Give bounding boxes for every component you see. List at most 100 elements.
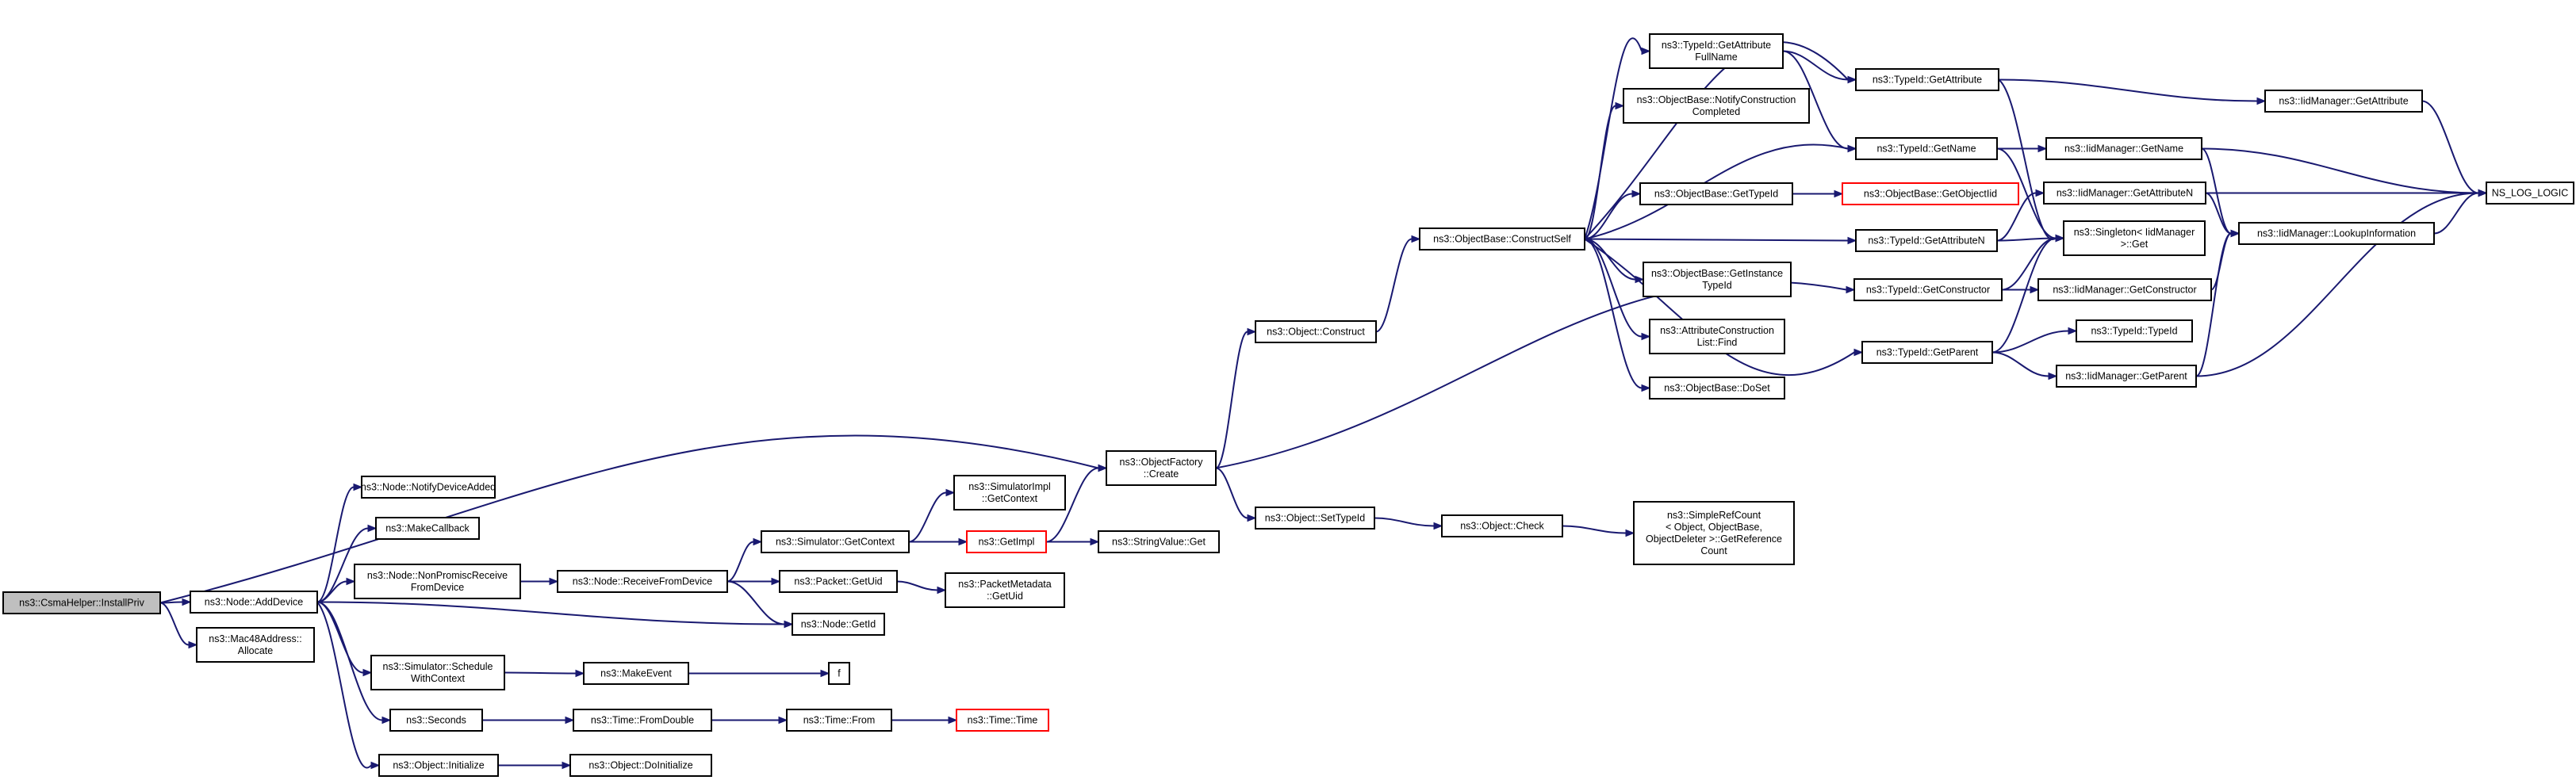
function-node-label: ns3::Object::SetTypeId — [1265, 513, 1366, 524]
function-node-seconds[interactable]: ns3::Seconds — [389, 709, 483, 732]
function-node-label: ns3::GetImpl — [979, 537, 1035, 548]
call-edge-fromdouble-to-timefrom — [711, 716, 788, 725]
call-edge-adddevice-to-notifydevice — [316, 483, 363, 603]
function-node-igetname[interactable]: ns3::IidManager::GetName — [2045, 137, 2202, 160]
call-edge-constructself-to-tgetattribute — [1584, 41, 1857, 240]
function-node-igetparent[interactable]: ns3::IidManager::GetParent — [2056, 365, 2197, 388]
function-node-label: ns3::TypeId::GetAttribute — [1662, 40, 1771, 51]
call-edge-constructself-to-tgetparent — [1584, 238, 1864, 377]
function-node-factory[interactable]: ns3::ObjectFactory::Create — [1106, 450, 1217, 486]
call-edge-attrfullname-to-tgetname — [1782, 50, 1857, 153]
function-node-metadatauid[interactable]: ns3::PacketMetadata::GetUid — [945, 572, 1065, 608]
function-node-nslog[interactable]: NS_LOG_LOGIC — [2486, 182, 2574, 205]
function-node-timefrom[interactable]: ns3::Time::From — [786, 709, 892, 732]
call-edge-tgetattribute-to-singleton — [1998, 78, 2065, 243]
function-node-tgetattributen[interactable]: ns3::TypeId::GetAttributeN — [1855, 229, 1998, 252]
function-node-makecallback[interactable]: ns3::MakeCallback — [375, 517, 480, 540]
function-node-tgetname[interactable]: ns3::TypeId::GetName — [1855, 137, 1998, 160]
function-node-label: ns3::Time::Time — [968, 715, 1038, 726]
function-node-singleton[interactable]: ns3::Singleton< IidManager>::Get — [2063, 220, 2206, 256]
function-node-check[interactable]: ns3::Object::Check — [1441, 514, 1563, 537]
call-edge-adddevice-to-nodegetid — [316, 601, 794, 629]
function-node-makeevent[interactable]: ns3::MakeEvent — [583, 662, 689, 685]
function-node-getobjectiid[interactable]: ns3::ObjectBase::GetObjectIid — [1842, 182, 2019, 205]
function-node-label: ns3::MakeCallback — [385, 523, 470, 534]
function-node-lookup[interactable]: ns3::IidManager::LookupInformation — [2238, 222, 2435, 245]
function-node-stringvalue[interactable]: ns3::StringValue::Get — [1098, 530, 1220, 553]
function-node-label: ObjectDeleter >::GetReference — [1646, 533, 1782, 545]
function-node-igetattributen[interactable]: ns3::IidManager::GetAttributeN — [2043, 182, 2206, 205]
function-node-label: ns3::Node::NonPromiscReceive — [367, 570, 508, 581]
function-node-label: ns3::ObjectFactory — [1120, 457, 1204, 468]
call-edge-makeevent-to-f — [688, 669, 830, 678]
function-node-tgetconstructor[interactable]: ns3::TypeId::GetConstructor — [1853, 278, 2003, 301]
call-edge-receivefromdevice-to-simgetcontext — [726, 537, 763, 583]
function-node-igetattribute[interactable]: ns3::IidManager::GetAttribute — [2264, 90, 2423, 113]
function-node-label: ns3::ObjectBase::GetObjectIid — [1864, 189, 1997, 200]
function-node-fromdouble[interactable]: ns3::Time::FromDouble — [573, 709, 712, 732]
function-node-f[interactable]: f — [828, 662, 850, 685]
function-node-label: FullName — [1695, 52, 1738, 63]
function-node-label: ns3::Mac48Address:: — [209, 633, 301, 644]
function-node-label: ns3::Simulator::GetContext — [776, 537, 895, 548]
call-edge-packetuid-to-metadatauid — [896, 580, 947, 595]
call-edge-construct-to-constructself — [1375, 235, 1421, 333]
function-node-nodegetid[interactable]: ns3::Node::GetId — [792, 613, 885, 636]
function-node-mac48[interactable]: ns3::Mac48Address::Allocate — [196, 627, 315, 663]
call-edge-adddevice-to-seconds — [316, 601, 392, 725]
function-node-receivefromdevice[interactable]: ns3::Node::ReceiveFromDevice — [557, 570, 728, 593]
function-node-label: ns3::CsmaHelper::InstallPriv — [19, 598, 144, 609]
call-edge-factory-to-tgetconstructor — [1215, 281, 1856, 469]
call-edge-tgetconstructor-to-igetconstructor — [2001, 285, 2040, 294]
call-edge-constructself-to-attrfullname — [1584, 37, 1651, 239]
function-node-tgetparent[interactable]: ns3::TypeId::GetParent — [1861, 341, 1993, 364]
function-node-tgetattribute[interactable]: ns3::TypeId::GetAttribute — [1855, 68, 1999, 91]
call-edge-obgettypeid-to-getobjectiid — [1792, 189, 1844, 198]
function-node-packetuid[interactable]: ns3::Packet::GetUid — [779, 570, 898, 593]
call-edge-adddevice-to-objinit — [316, 601, 381, 770]
function-node-label: ns3::Seconds — [406, 715, 466, 726]
call-edge-tgetattribute-to-igetattribute — [1998, 78, 2267, 105]
function-node-adddevice[interactable]: ns3::Node::AddDevice — [190, 591, 318, 614]
call-edge-adddevice-to-schedule — [316, 601, 373, 677]
function-node-notifydevice[interactable]: ns3::Node::NotifyDeviceAdded — [361, 476, 496, 499]
function-node-label: >::Get — [2121, 239, 2149, 250]
function-node-doset[interactable]: ns3::ObjectBase::DoSet — [1649, 377, 1785, 400]
function-node-timetime[interactable]: ns3::Time::Time — [956, 709, 1049, 732]
call-edge-check-to-refcount — [1562, 525, 1635, 537]
function-node-notifyconstruction[interactable]: ns3::ObjectBase::NotifyConstructionCompl… — [1623, 88, 1810, 124]
call-edge-schedule-to-makeevent — [504, 669, 585, 678]
function-node-settypeid[interactable]: ns3::Object::SetTypeId — [1255, 507, 1375, 530]
function-node-label: ns3::ObjectBase::GetInstance — [1651, 268, 1783, 279]
call-edge-tgetparent-to-singleton — [1991, 234, 2065, 354]
function-node-simgetcontext[interactable]: ns3::Simulator::GetContext — [761, 530, 910, 553]
call-edge-lookup-to-nslog — [2433, 189, 2488, 235]
function-node-objinit[interactable]: ns3::Object::Initialize — [378, 754, 499, 777]
function-node-label: ns3::TypeId::GetAttributeN — [1868, 235, 1984, 247]
function-node-igetconstructor[interactable]: ns3::IidManager::GetConstructor — [2037, 278, 2212, 301]
function-node-label: Count — [1700, 545, 1727, 556]
function-node-label: FromDevice — [411, 582, 464, 593]
function-node-label: ns3::ObjectBase::GetTypeId — [1654, 189, 1778, 200]
function-node-label: ns3::Node::ReceiveFromDevice — [573, 576, 713, 587]
function-node-getimpl[interactable]: ns3::GetImpl — [966, 530, 1047, 553]
function-node-construct[interactable]: ns3::Object::Construct — [1255, 320, 1377, 343]
function-node-label: ns3::Packet::GetUid — [794, 576, 882, 587]
function-node-doinit[interactable]: ns3::Object::DoInitialize — [569, 754, 712, 777]
function-node-label: Completed — [1692, 106, 1740, 117]
function-node-implgetcontext[interactable]: ns3::SimulatorImpl::GetContext — [953, 475, 1066, 510]
function-node-obgettypeid[interactable]: ns3::ObjectBase::GetTypeId — [1639, 182, 1793, 205]
function-node-label: ns3::Time::FromDouble — [591, 715, 694, 726]
call-edge-igetparent-to-lookup — [2195, 229, 2241, 377]
function-node-refcount[interactable]: ns3::SimpleRefCount< Object, ObjectBase,… — [1633, 501, 1795, 565]
function-node-ttypeid[interactable]: ns3::TypeId::TypeId — [2076, 319, 2193, 342]
function-node-constructself[interactable]: ns3::ObjectBase::ConstructSelf — [1419, 228, 1585, 250]
function-node-label: Allocate — [238, 645, 274, 656]
call-edge-igetattribute-to-nslog — [2421, 100, 2488, 197]
